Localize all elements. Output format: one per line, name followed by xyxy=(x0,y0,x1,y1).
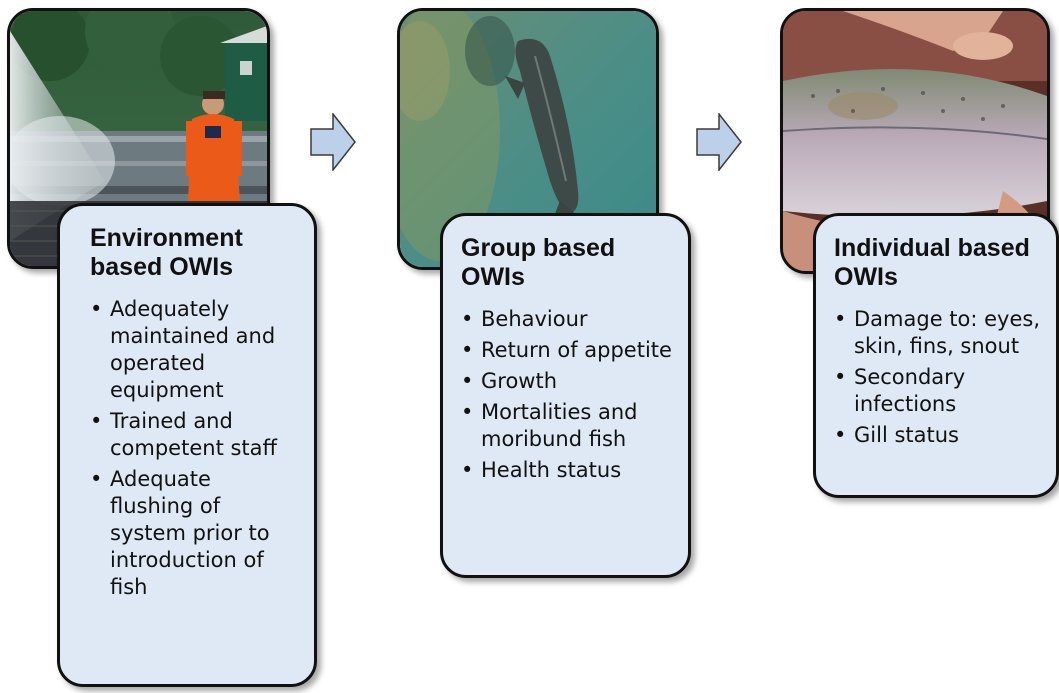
list-item: • Growth xyxy=(461,368,678,395)
list-item-text: Growth xyxy=(481,369,558,393)
card-title-line: Individual based xyxy=(834,234,1030,262)
list-item-text: Trained and competent staff xyxy=(110,409,277,460)
card-title-line: OWIs xyxy=(461,263,525,291)
list-item: • Adequate flushing of system prior to in… xyxy=(90,466,300,601)
list-item: • Health status xyxy=(461,457,678,484)
bullet: • xyxy=(90,409,103,433)
list-item-text: Damage to: eyes, skin, fins, snout xyxy=(854,307,1041,358)
card-title: Environment based OWIs xyxy=(90,224,300,282)
bullet: • xyxy=(90,467,103,491)
card-title-line: OWIs xyxy=(834,263,898,291)
bullet: • xyxy=(461,458,474,482)
card-title-line: Environment xyxy=(90,224,243,252)
list-item: • Damage to: eyes, skin, fins, snout xyxy=(834,306,1050,360)
environment-owi-card: Environment based OWIs • Adequately maint… xyxy=(57,203,317,687)
list-item-text: Gill status xyxy=(854,423,959,447)
card-title: Individual based OWIs xyxy=(834,234,1050,292)
owi-list: • Behaviour • Return of appetite • Growth •… xyxy=(461,306,678,484)
bullet: • xyxy=(461,369,474,393)
list-item-text: Secondary infections xyxy=(854,365,966,416)
list-item: • Secondary infections xyxy=(834,364,1050,418)
right-arrow-icon xyxy=(310,113,356,171)
card-title: Group based OWIs xyxy=(461,234,678,292)
group-owi-card: Group based OWIs • Behaviour • Return of a… xyxy=(440,213,691,578)
card-title-line: Group based xyxy=(461,234,616,262)
bullet: • xyxy=(834,365,847,389)
list-item-text: Health status xyxy=(481,458,622,482)
list-item: • Trained and competent staff xyxy=(90,408,300,462)
list-item: • Behaviour xyxy=(461,306,678,333)
list-item: • Mortalities and moribund fish xyxy=(461,399,678,453)
right-arrow-icon xyxy=(696,113,742,171)
list-item-text: Behaviour xyxy=(481,307,588,331)
list-item: • Adequately maintained and operated equi… xyxy=(90,296,300,404)
bullet: • xyxy=(834,307,847,331)
card-title-line: based OWIs xyxy=(90,253,234,281)
owi-list: • Damage to: eyes, skin, fins, snout • Sec… xyxy=(834,306,1050,449)
list-item: • Return of appetite xyxy=(461,337,678,364)
list-item-text: Mortalities and moribund fish xyxy=(481,400,638,451)
list-item-text: Return of appetite xyxy=(481,338,672,362)
list-item-text: Adequate flushing of system prior to int… xyxy=(110,467,270,599)
bullet: • xyxy=(90,297,103,321)
owi-list: • Adequately maintained and operated equi… xyxy=(90,296,300,601)
bullet: • xyxy=(461,338,474,362)
list-item-text: Adequately maintained and operated equip… xyxy=(110,297,276,402)
bullet: • xyxy=(461,307,474,331)
bullet: • xyxy=(834,423,847,447)
bullet: • xyxy=(461,400,474,424)
list-item: • Gill status xyxy=(834,422,1050,449)
individual-owi-card: Individual based OWIs • Damage to: eyes, … xyxy=(813,213,1059,498)
